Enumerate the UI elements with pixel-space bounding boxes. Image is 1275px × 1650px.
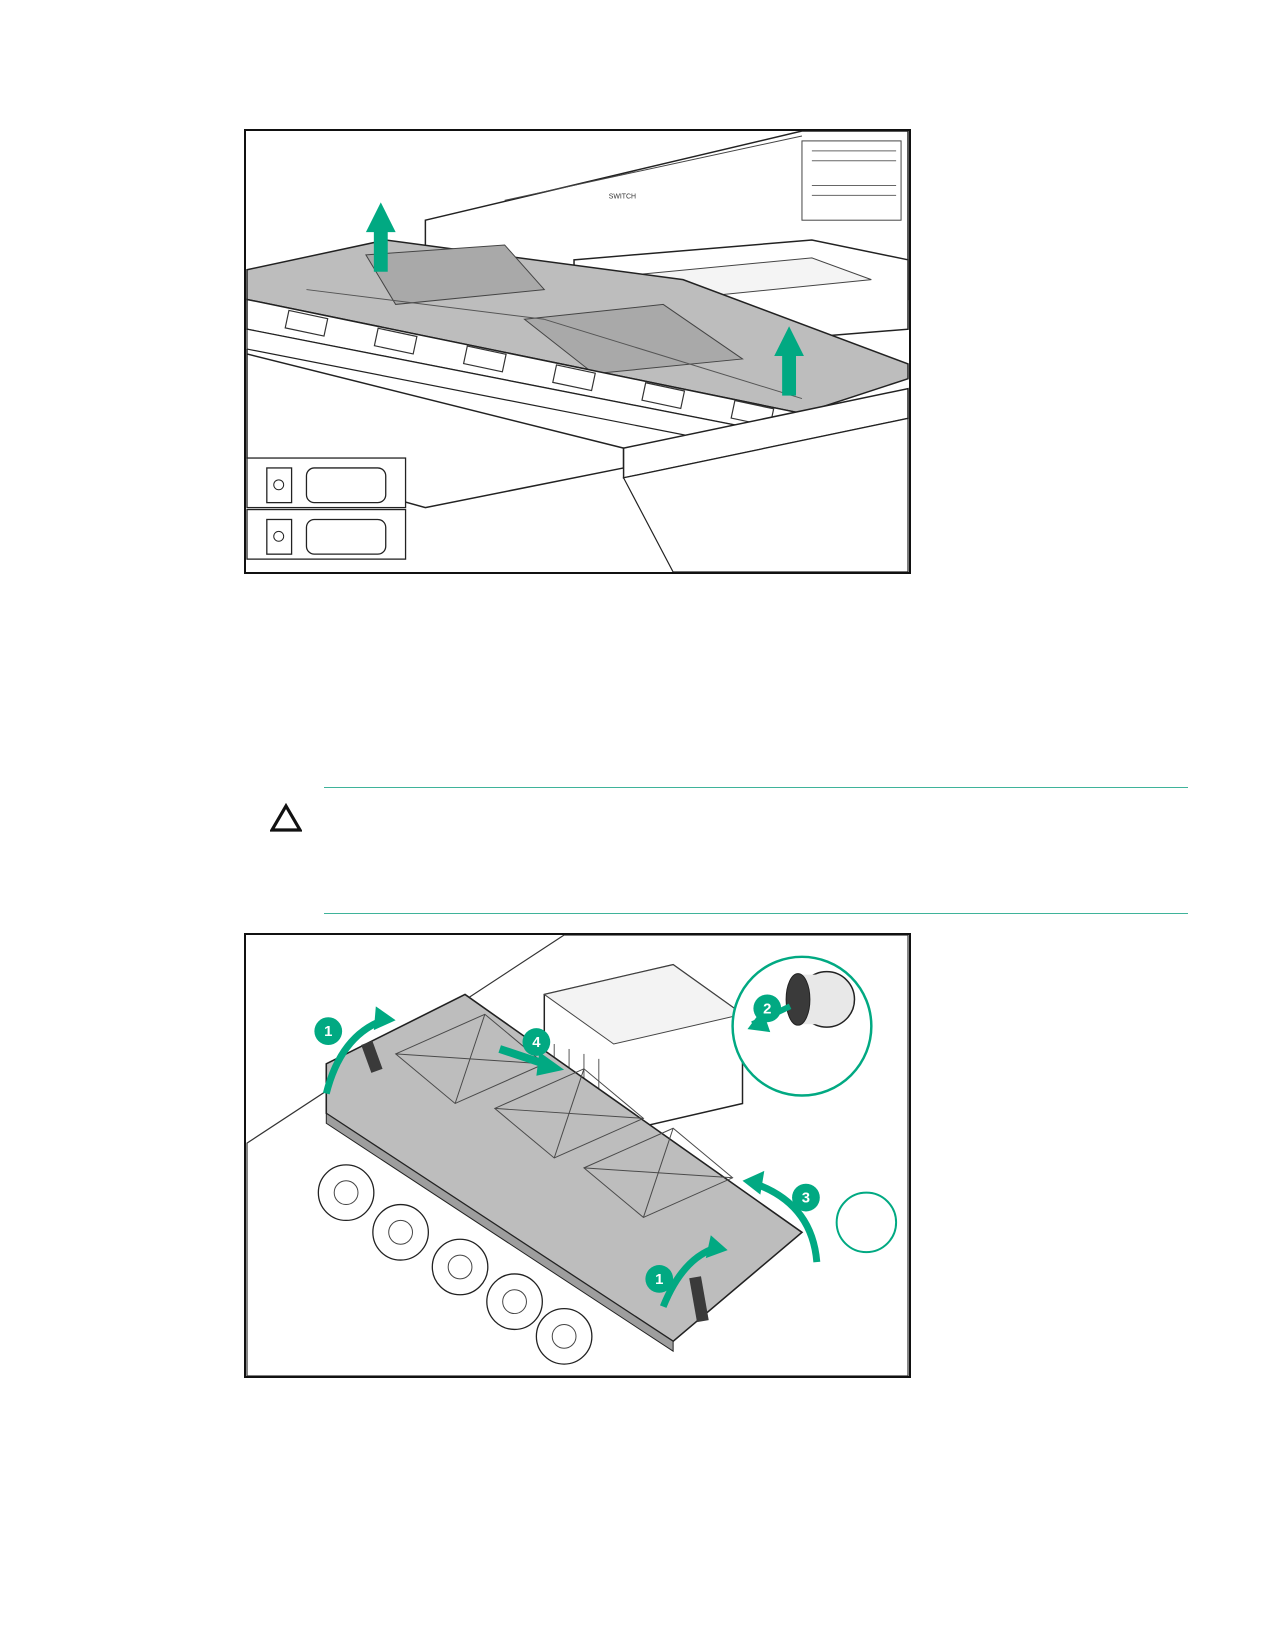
caution-rule-bottom — [324, 913, 1188, 914]
illustration-server-chassis: SWITCH — [246, 131, 909, 572]
lift-arrow-right — [774, 326, 804, 396]
svg-text:2: 2 — [763, 1001, 771, 1017]
caution-rule-top — [324, 787, 1188, 788]
figure-install-baffle-steps: 1 2 3 4 1 — [244, 933, 911, 1378]
slide-arrow-4 — [498, 1045, 546, 1068]
caution-triangle-icon — [270, 803, 302, 832]
switch-stamp: SWITCH — [609, 193, 636, 200]
svg-text:4: 4 — [532, 1035, 541, 1051]
svg-text:3: 3 — [802, 1191, 810, 1207]
callout-1-left: 1 — [314, 1017, 343, 1046]
callout-4: 4 — [522, 1028, 551, 1056]
lift-arrow-left — [365, 202, 396, 272]
rotate-arrow-3 — [751, 1179, 821, 1263]
callout-3: 3 — [792, 1183, 820, 1212]
svg-text:1: 1 — [655, 1272, 663, 1288]
illustration-baffle-removal-steps: 1 2 3 4 1 — [246, 935, 909, 1376]
figure-remove-baffle: SWITCH — [244, 129, 911, 574]
callout-1-right: 1 — [645, 1265, 674, 1293]
svg-text:1: 1 — [324, 1024, 332, 1040]
callout-2: 2 — [753, 994, 782, 1023]
